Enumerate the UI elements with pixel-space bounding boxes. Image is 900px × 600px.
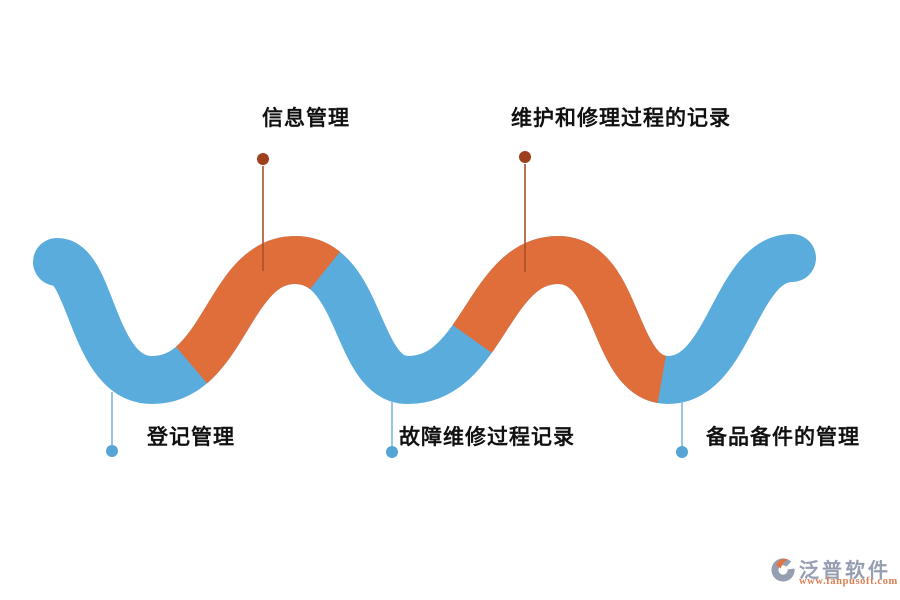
- fanpu-logo[interactable]: 泛普软件 www.fanpusoft.com: [771, 552, 898, 594]
- step-label-fault-repair-process-record: 故障维修过程记录: [399, 426, 575, 449]
- milestone-dot: [257, 153, 269, 165]
- step-label-maintenance-repair-record: 维护和修理过程的记录: [511, 107, 731, 130]
- logo-accent-swoosh: [776, 558, 788, 569]
- logo-company-name: 泛普软件: [799, 560, 891, 582]
- fanpu-logo-icon: [771, 556, 797, 582]
- step-label-information-management: 信息管理: [262, 107, 350, 130]
- logo-website-url[interactable]: www.fanpusoft.com: [799, 576, 898, 587]
- milestone-dot: [106, 445, 118, 457]
- milestone-dot: [676, 446, 688, 458]
- step-label-registration-management: 登记管理: [147, 426, 235, 449]
- connector-bottom-3: [676, 401, 688, 458]
- step-label-spare-parts-management: 备品备件的管理: [706, 426, 860, 449]
- milestone-dot: [386, 446, 398, 458]
- connector-top-2: [519, 151, 531, 272]
- milestone-dot: [519, 151, 531, 163]
- connector-bottom-1: [106, 392, 118, 457]
- connector-top-1: [257, 153, 269, 271]
- connector-bottom-2: [386, 402, 398, 458]
- wave-path-blue: [33, 234, 816, 405]
